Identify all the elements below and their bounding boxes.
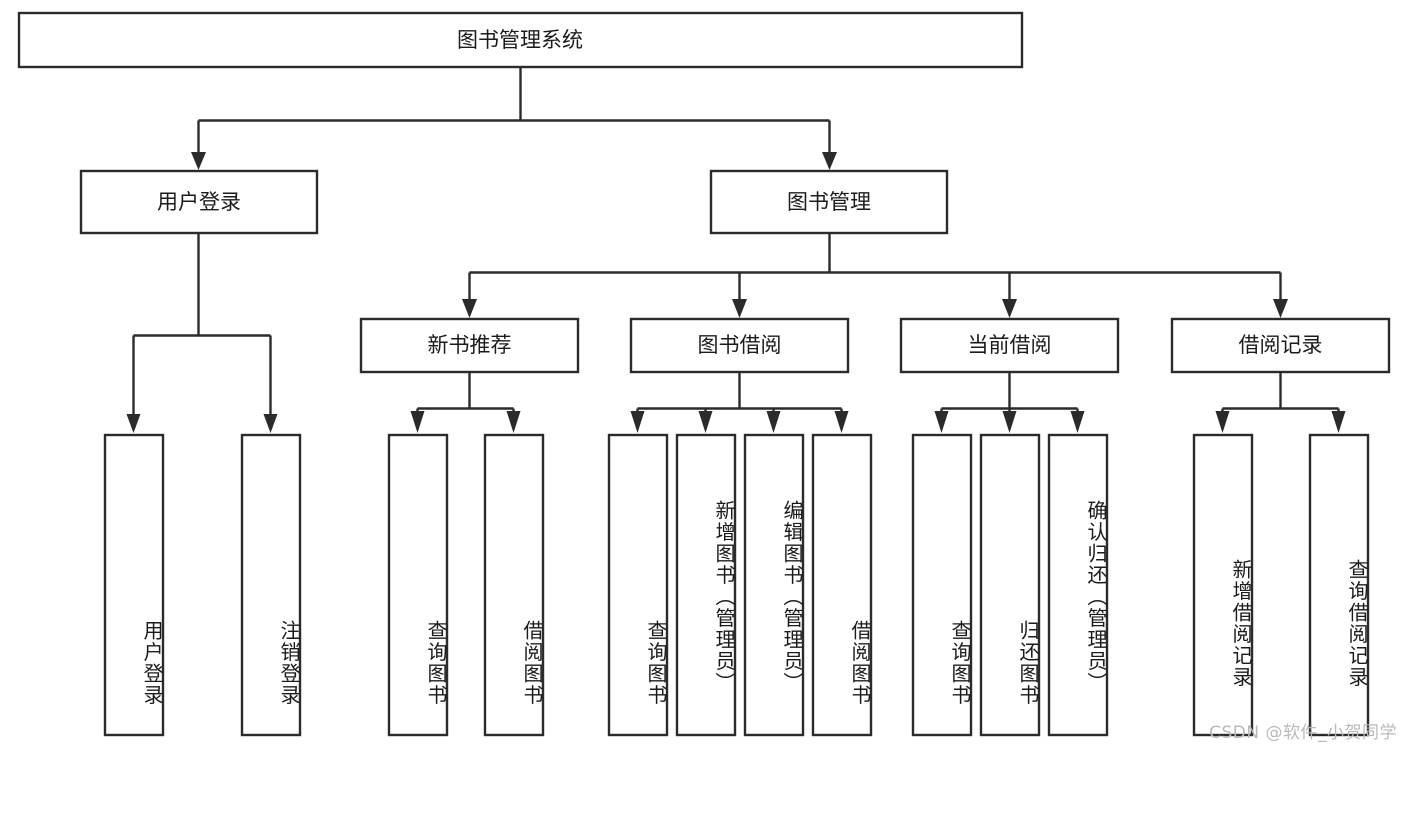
- arrowhead-user-login: [191, 152, 206, 170]
- arrowhead-leaf-query-book-1: [410, 411, 425, 433]
- node-user-login[interactable]: 用户登录: [79, 169, 319, 235]
- arrowhead-leaf-user-login: [126, 414, 141, 433]
- arrowhead-leaf-borrow-book-2: [834, 411, 849, 433]
- arrowhead-current-borrow: [1002, 299, 1017, 318]
- node-leaf-query-book-3-box[interactable]: [911, 433, 973, 737]
- node-leaf-query-book-2-box[interactable]: [607, 433, 669, 737]
- node-current-borrow-box: [899, 317, 1120, 374]
- arrowhead-book-manage: [822, 152, 837, 170]
- node-new-book-recommend-box: [359, 317, 580, 374]
- node-leaf-add-book-box[interactable]: [675, 433, 737, 737]
- node-leaf-query-record-box[interactable]: [1308, 433, 1370, 737]
- node-book-manage-label: 图书管理: [787, 190, 871, 214]
- node-borrow-record[interactable]: 借阅记录: [1170, 317, 1391, 374]
- diagram-canvas: 图书管理系统 用户登录 图书管理: [17, 11, 1397, 743]
- arrowhead-leaf-return-book: [1002, 411, 1017, 433]
- arrowhead-new-book-recommend: [462, 299, 477, 318]
- node-borrow-record-label: 借阅记录: [1239, 333, 1323, 357]
- arrowhead-leaf-confirm-return: [1070, 411, 1085, 433]
- arrowhead-leaf-edit-book: [766, 411, 781, 433]
- node-leaf-logout-box[interactable]: [240, 433, 302, 737]
- arrowhead-borrow-record: [1273, 299, 1288, 318]
- arrowhead-leaf-borrow-book-1: [506, 411, 521, 433]
- node-new-book-recommend-label: 新书推荐: [428, 333, 512, 357]
- arrowhead-leaf-add-record: [1215, 411, 1230, 433]
- hierarchy-tree-svg: 图书管理系统 用户登录 图书管理: [17, 11, 1391, 737]
- arrowhead-leaf-query-record: [1331, 411, 1346, 433]
- node-book-borrow-box: [629, 317, 850, 374]
- node-book-manage-box: [709, 169, 949, 235]
- node-leaf-query-book-1-box[interactable]: [387, 433, 449, 737]
- node-current-borrow-label: 当前借阅: [968, 333, 1052, 357]
- arrowhead-book-borrow: [732, 299, 747, 318]
- node-root[interactable]: 图书管理系统: [17, 11, 1024, 69]
- node-leaf-return-book-box[interactable]: [979, 433, 1041, 737]
- node-new-book-recommend[interactable]: 新书推荐: [359, 317, 580, 374]
- node-book-manage[interactable]: 图书管理: [709, 169, 949, 235]
- node-current-borrow[interactable]: 当前借阅: [899, 317, 1120, 374]
- node-root-label: 图书管理系统: [457, 28, 583, 52]
- node-leaf-edit-book-box[interactable]: [743, 433, 805, 737]
- arrowhead-leaf-logout: [263, 414, 278, 433]
- node-leaf-borrow-book-1-box[interactable]: [483, 433, 545, 737]
- node-borrow-record-box: [1170, 317, 1391, 374]
- node-leaf-add-record-box[interactable]: [1192, 433, 1254, 737]
- arrowhead-leaf-query-book-3: [934, 411, 949, 433]
- node-leaf-user-login-box[interactable]: [103, 433, 165, 737]
- node-root-box: [17, 11, 1024, 69]
- arrowhead-leaf-add-book: [698, 411, 713, 433]
- node-leaf-confirm-return-box[interactable]: [1047, 433, 1109, 737]
- node-book-borrow-label: 图书借阅: [698, 333, 782, 357]
- node-user-login-label: 用户登录: [157, 190, 241, 214]
- node-leaf-borrow-book-2-box[interactable]: [811, 433, 873, 737]
- watermark-text: CSDN @软件_小贺同学: [1209, 723, 1397, 743]
- arrowhead-leaf-query-book-2: [630, 411, 645, 433]
- node-book-borrow[interactable]: 图书借阅: [629, 317, 850, 374]
